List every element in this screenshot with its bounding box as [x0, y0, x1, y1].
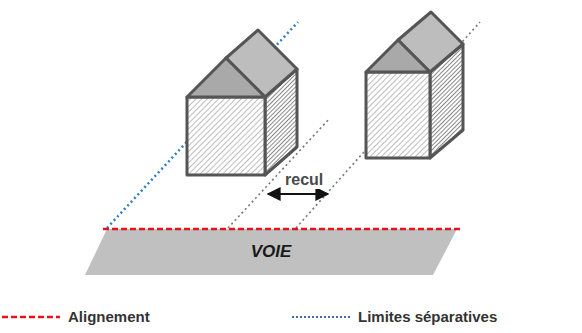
house: [187, 30, 297, 175]
alignment-line: [103, 228, 460, 231]
setback-arrow: [268, 193, 328, 195]
legend-sample: [292, 316, 350, 318]
house: [366, 12, 463, 158]
setback-label: recul: [283, 171, 325, 189]
limit-line: [107, 22, 298, 228]
legend-text: Alignement: [68, 308, 150, 326]
road-label: VOIE: [251, 242, 292, 262]
road-band: VOIE: [85, 229, 457, 275]
legend-text: Limites séparatives: [358, 308, 497, 326]
legend-sample: [2, 316, 60, 319]
